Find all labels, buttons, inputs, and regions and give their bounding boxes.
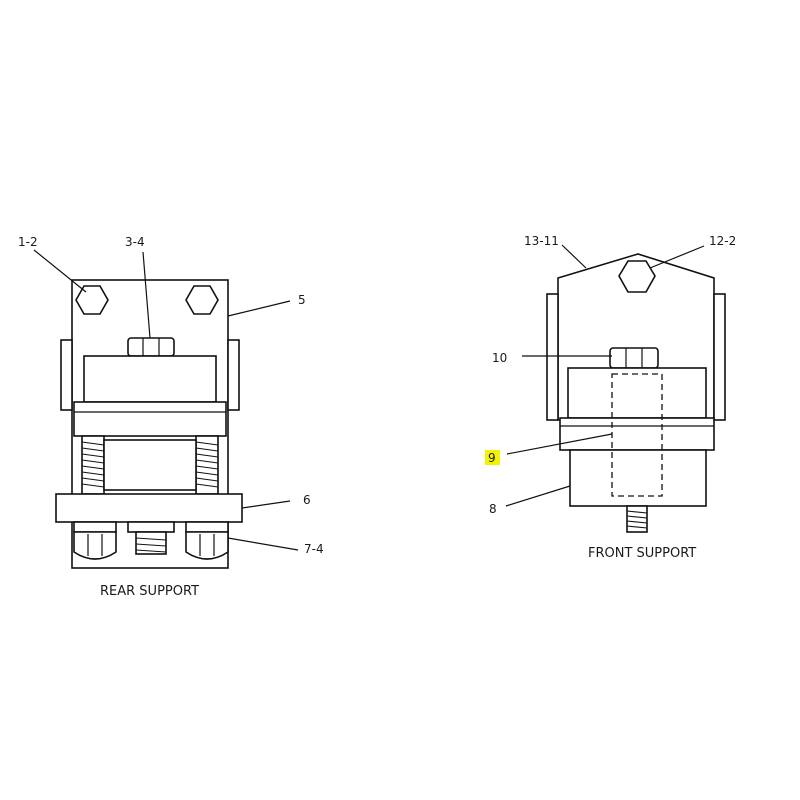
front-callout-13-11: 13-11 xyxy=(524,234,559,248)
front-callout-9: 9 xyxy=(488,451,496,465)
rear-bottom-bar xyxy=(55,493,243,523)
front-support-title: FRONT SUPPORT xyxy=(588,546,696,561)
rear-threaded-studs xyxy=(81,435,219,495)
rear-support-title: REAR SUPPORT xyxy=(100,584,199,599)
rear-center-nut xyxy=(127,337,175,357)
front-support-drawing xyxy=(505,244,726,533)
rear-mount-block xyxy=(83,355,217,403)
front-callout-10: 10 xyxy=(492,351,507,365)
rear-top-bolt-left xyxy=(75,285,109,315)
rear-leader-lines xyxy=(33,249,299,551)
front-threaded-stud xyxy=(626,505,648,533)
front-top-bolt xyxy=(618,260,656,293)
rear-callout-1-2: 1-2 xyxy=(18,235,38,249)
front-center-nut xyxy=(609,347,659,369)
rear-bottom-nuts xyxy=(73,521,229,560)
rear-callout-7-4: 7-4 xyxy=(304,542,324,556)
front-callout-8: 8 xyxy=(489,502,497,516)
rear-callout-6: 6 xyxy=(303,493,311,507)
rear-top-bolt-right xyxy=(185,285,219,315)
front-hidden-insert xyxy=(611,373,663,497)
rear-callout-3-4: 3-4 xyxy=(125,235,145,249)
front-callout-9-highlight xyxy=(485,450,500,465)
front-callout-12-2: 12-2 xyxy=(709,234,736,248)
front-bottom-body xyxy=(569,449,707,507)
front-leader-lines xyxy=(505,244,705,507)
rear-callout-5: 5 xyxy=(298,293,306,307)
rear-support-drawing xyxy=(33,249,299,569)
